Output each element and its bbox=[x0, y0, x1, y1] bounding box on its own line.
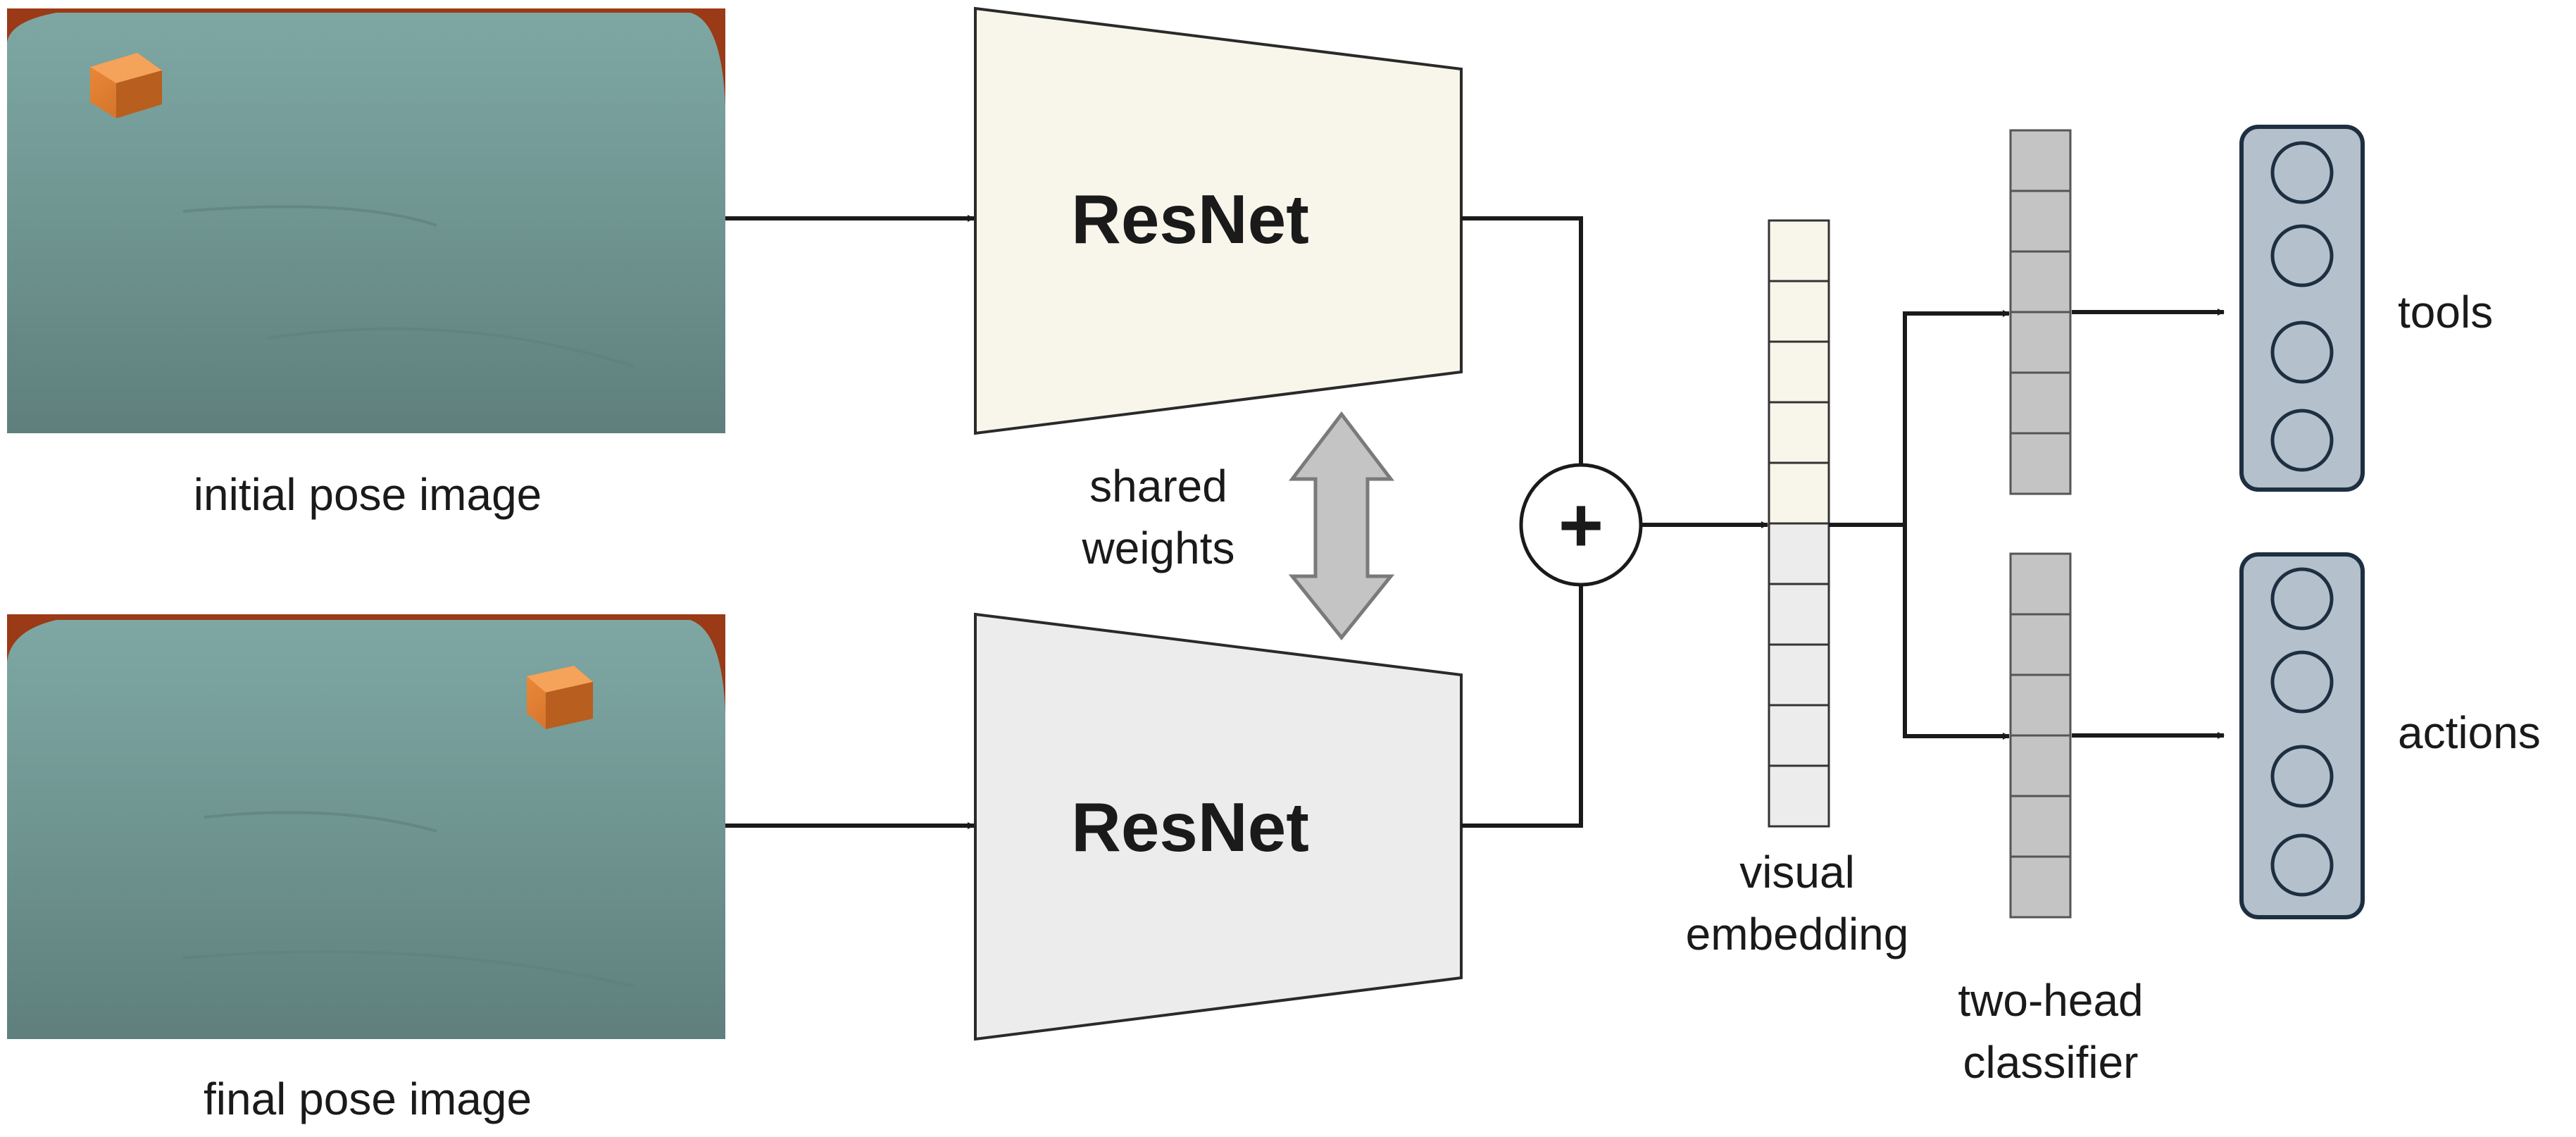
tools-output-layer bbox=[2239, 125, 2365, 492]
initial-pose-caption: initial pose image bbox=[194, 469, 542, 520]
tools-head-vector bbox=[2009, 129, 2072, 495]
output-neuron bbox=[2270, 409, 2334, 472]
final-pose-caption: final pose image bbox=[204, 1074, 532, 1124]
output-neuron bbox=[2270, 224, 2334, 287]
two-head-classifier-label-line2: classifier bbox=[1963, 1037, 2139, 1088]
output-neuron bbox=[2270, 321, 2334, 384]
output-neuron bbox=[2270, 141, 2334, 204]
tools-label: tools bbox=[2398, 287, 2493, 337]
visual-embedding-label-line2: embedding bbox=[1686, 909, 1909, 959]
visual-embedding-vector bbox=[1768, 219, 1830, 828]
fusion-plus-symbol: + bbox=[1558, 482, 1603, 568]
actions-output-layer bbox=[2239, 552, 2365, 919]
connector-bottom-to-fusion bbox=[1461, 585, 1583, 828]
two-head-classifier-label-line1: two-head bbox=[1958, 975, 2143, 1026]
cube-icon bbox=[90, 53, 162, 118]
arrow-to-actions-head bbox=[1903, 525, 2010, 740]
arrow-to-tools-head bbox=[1903, 310, 2010, 525]
actions-head-vector bbox=[2009, 552, 2072, 919]
output-neuron bbox=[2270, 650, 2334, 714]
shared-weights-arrow-icon bbox=[1288, 411, 1395, 640]
connector-top-to-fusion bbox=[1461, 216, 1583, 464]
actions-label: actions bbox=[2398, 707, 2541, 758]
resnet-top-label: ResNet bbox=[1071, 180, 1309, 258]
resnet-bottom-label: ResNet bbox=[1071, 788, 1309, 866]
cube-icon bbox=[527, 666, 593, 729]
output-neuron bbox=[2270, 745, 2334, 808]
output-neuron bbox=[2270, 567, 2334, 630]
visual-embedding-label-line1: visual bbox=[1739, 847, 1855, 897]
shared-weights-label-line2: weights bbox=[1082, 523, 1235, 573]
output-neuron bbox=[2270, 833, 2334, 897]
final-pose-photo bbox=[7, 614, 725, 1039]
resnet-encoder-top bbox=[974, 6, 1463, 435]
resnet-encoder-bottom bbox=[974, 612, 1463, 1041]
shared-weights-label-line1: shared bbox=[1089, 461, 1227, 511]
initial-pose-photo bbox=[7, 8, 725, 433]
